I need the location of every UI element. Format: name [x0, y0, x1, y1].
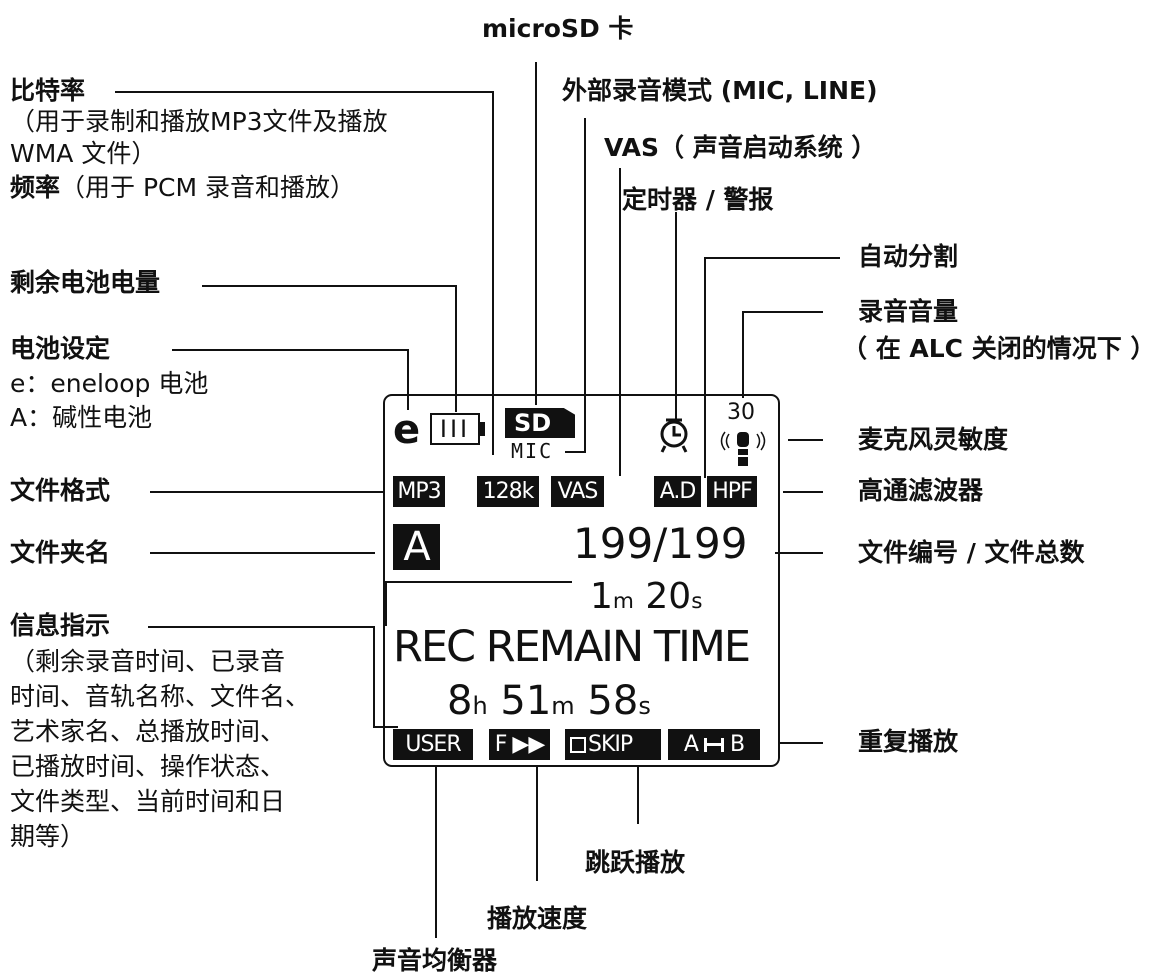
label-bitrate-title: 比特率: [10, 76, 86, 105]
message-line: REC REMAIN TIME: [393, 622, 751, 672]
label-bitrate-desc-2: WMA 文件）: [10, 139, 157, 168]
bitrate-chip: 128k: [477, 476, 539, 507]
file-counter: 199/199: [573, 519, 748, 568]
elapsed-time: 1m 20s: [590, 579, 702, 615]
label-battery-setting: 电池设定: [10, 334, 111, 363]
label-info-desc-3: 艺术家名、总播放时间、: [10, 717, 286, 746]
label-skip: 跳跃播放: [585, 848, 686, 877]
elapsed-seconds: 20: [645, 576, 692, 617]
label-battery-remain: 剩余电池电量: [10, 268, 161, 297]
label-frequency-title: 频率: [10, 173, 61, 202]
battery-type: e: [393, 407, 421, 453]
label-rec-level-2: （ 在 ALC 关闭的情况下 ）: [842, 334, 1156, 363]
label-battery-e: e：eneloop 电池: [10, 369, 209, 398]
label-repeat: 重复播放: [858, 727, 959, 756]
repeat-chip: A B: [668, 729, 760, 760]
alarm-clock-icon: [660, 418, 688, 453]
remain-hours: 8: [447, 678, 473, 724]
label-eq: 声音均衡器: [372, 946, 498, 975]
skip-chip: SKIP: [565, 729, 661, 760]
elapsed-minutes-unit: m: [612, 589, 634, 614]
label-info-desc-1: （剩余录音时间、已录音: [10, 647, 286, 676]
battery-gauge: III: [430, 413, 480, 445]
label-vas: VAS（ 声音启动系统 ）: [604, 133, 877, 162]
label-bitrate-desc-1: （用于录制和播放MP3文件及播放: [10, 107, 388, 136]
remain-time: 8h 51m 58s: [447, 681, 651, 721]
skip-icon: [570, 737, 586, 753]
hpf-chip: HPF: [707, 476, 757, 507]
label-microsd: microSD 卡: [482, 14, 634, 43]
sd-card-icon: SD: [505, 408, 575, 438]
format-chip: MP3: [393, 476, 445, 507]
label-speed: 播放速度: [487, 904, 588, 933]
label-file-format: 文件格式: [10, 476, 111, 505]
vas-chip: VAS: [551, 476, 604, 507]
remain-hours-unit: h: [472, 692, 488, 720]
rec-level-value: 30: [727, 400, 755, 425]
label-info-desc-4: 已播放时间、操作状态、: [10, 752, 286, 781]
eq-chip: USER: [393, 729, 473, 760]
label-frequency: 频率（用于 PCM 录音和播放）: [10, 172, 355, 203]
label-timer: 定时器 / 警报: [622, 185, 774, 214]
remain-seconds: 58: [587, 678, 639, 724]
label-mic-sensitivity: 麦克风灵敏度: [858, 425, 1009, 454]
sd-label: SD: [514, 409, 552, 437]
repeat-a: A: [683, 732, 699, 757]
label-info-desc-5: 文件类型、当前时间和日: [10, 787, 286, 816]
elapsed-minutes: 1: [590, 576, 613, 617]
label-frequency-desc: （用于 PCM 录音和播放）: [60, 173, 356, 202]
speed-chip: F ▶▶: [489, 729, 550, 760]
lcd-screen: e III SD MIC 30 MP3 128k VAS A.D HPF: [383, 394, 780, 767]
auto-divide-chip: A.D: [654, 476, 701, 507]
label-info-desc-6: 期等）: [10, 822, 86, 851]
remain-seconds-unit: s: [638, 692, 651, 720]
label-rec-level-1: 录音音量: [858, 297, 959, 326]
repeat-b: B: [729, 732, 745, 757]
label-info-desc-2: 时间、音轨名称、文件名、: [10, 682, 311, 711]
remain-minutes-unit: m: [551, 692, 575, 720]
mic-mode: MIC: [511, 439, 554, 463]
mic-sensitivity-icon: [720, 431, 766, 466]
label-ext-rec-mode: 外部录音模式 (MIC, LINE): [562, 76, 878, 105]
folder-chip: A: [393, 524, 440, 570]
label-folder-name: 文件夹名: [10, 538, 111, 567]
remain-minutes: 51: [500, 678, 552, 724]
label-hpf: 高通滤波器: [858, 476, 984, 505]
battery-terminal: [480, 422, 485, 436]
label-battery-a: A：碱性电池: [10, 403, 153, 432]
elapsed-seconds-unit: s: [691, 589, 703, 614]
battery-bars: III: [439, 415, 471, 443]
repeat-icon: [703, 738, 724, 752]
label-auto-divide: 自动分割: [858, 242, 959, 271]
label-info-title: 信息指示: [10, 611, 111, 640]
label-file-number: 文件编号 / 文件总数: [858, 538, 1085, 567]
skip-label: SKIP: [588, 732, 633, 757]
